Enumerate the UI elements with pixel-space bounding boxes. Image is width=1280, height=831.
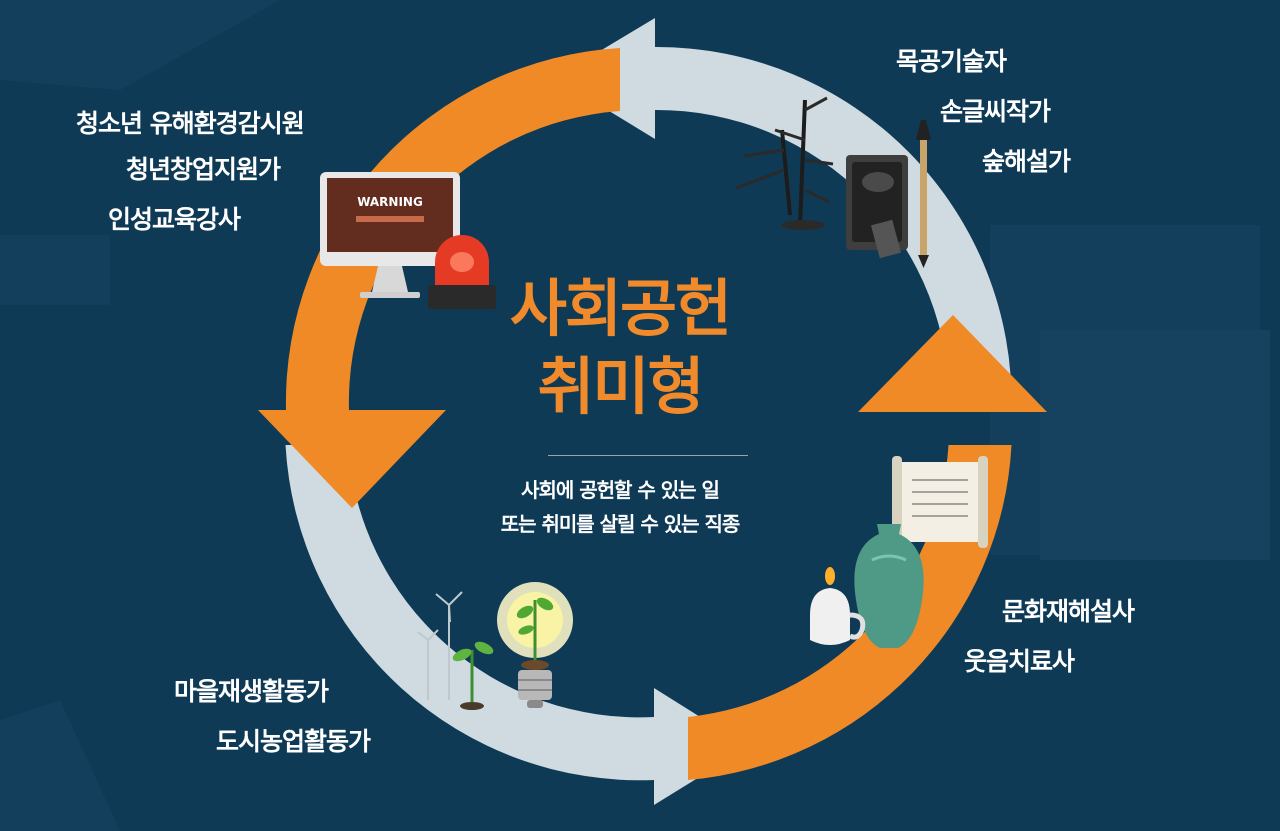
center-subtitle-line1: 사회에 공헌할 수 있는 일 bbox=[440, 474, 800, 506]
label-youth-startup-supporter: 청년창업지원가 bbox=[126, 150, 280, 186]
celadon-vase-icon bbox=[854, 524, 923, 648]
center-title-line2: 취미형 bbox=[420, 350, 820, 424]
center-subtitle-line2: 또는 취미를 살릴 수 있는 직종 bbox=[440, 508, 800, 540]
center-title-line1: 사회공헌 bbox=[420, 272, 820, 346]
label-cultural-heritage-interpreter: 문화재해설사 bbox=[1002, 592, 1134, 628]
center-divider bbox=[548, 455, 748, 456]
scroll-icon bbox=[892, 456, 988, 548]
label-urban-farming-activist: 도시농업활동가 bbox=[216, 722, 370, 758]
monitor-warning-text: WARNING bbox=[357, 195, 423, 209]
label-laughter-therapist: 웃음치료사 bbox=[964, 642, 1074, 678]
label-youth-environment-monitor: 청소년 유해환경감시원 bbox=[76, 104, 304, 140]
label-forest-interpreter: 숲해설가 bbox=[982, 142, 1070, 178]
label-woodworker: 목공기술자 bbox=[896, 42, 1006, 78]
label-village-regeneration-activist: 마을재생활동가 bbox=[174, 672, 328, 708]
label-handwriting-artist: 손글씨작가 bbox=[940, 92, 1050, 128]
inkstone-icon bbox=[846, 155, 908, 258]
label-character-education-instructor: 인성교육강사 bbox=[108, 200, 240, 236]
